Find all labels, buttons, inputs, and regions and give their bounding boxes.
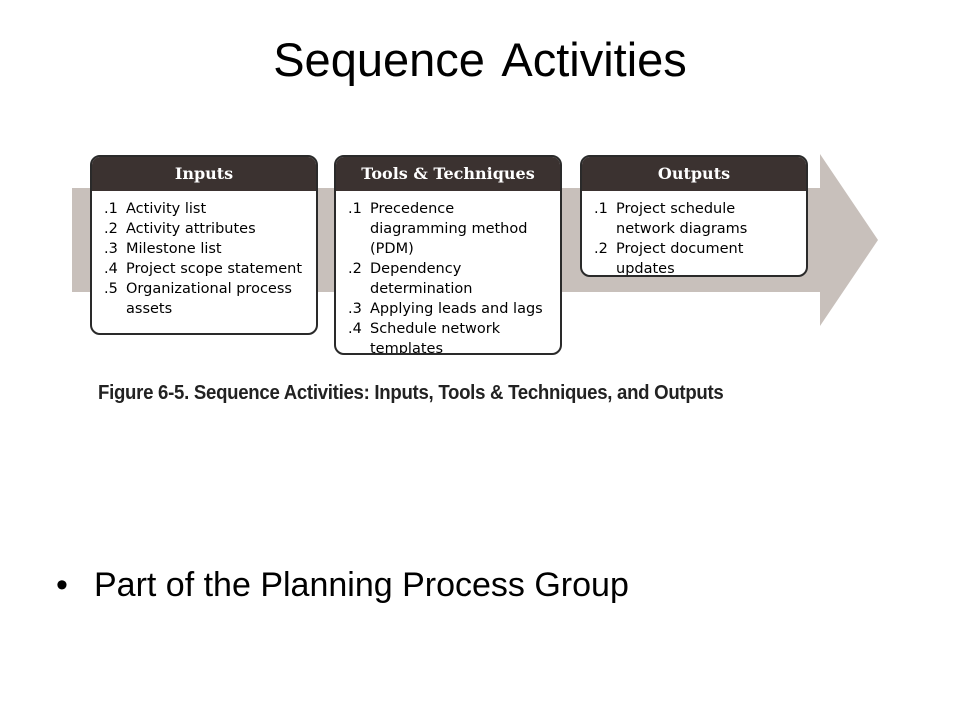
tools-techniques-header: Tools & Techniques [336,157,560,191]
bullet-item: • Part of the Planning Process Group [56,566,629,605]
slide-title: Sequence Activities [273,33,687,86]
figure-caption: Figure 6-5. Sequence Activities: Inputs,… [98,382,724,404]
bullet-icon: • [56,566,68,604]
outputs-header: Outputs [582,157,806,191]
inputs-header: Inputs [92,157,316,191]
bullet-text: Part of the Planning Process Group [94,566,629,604]
